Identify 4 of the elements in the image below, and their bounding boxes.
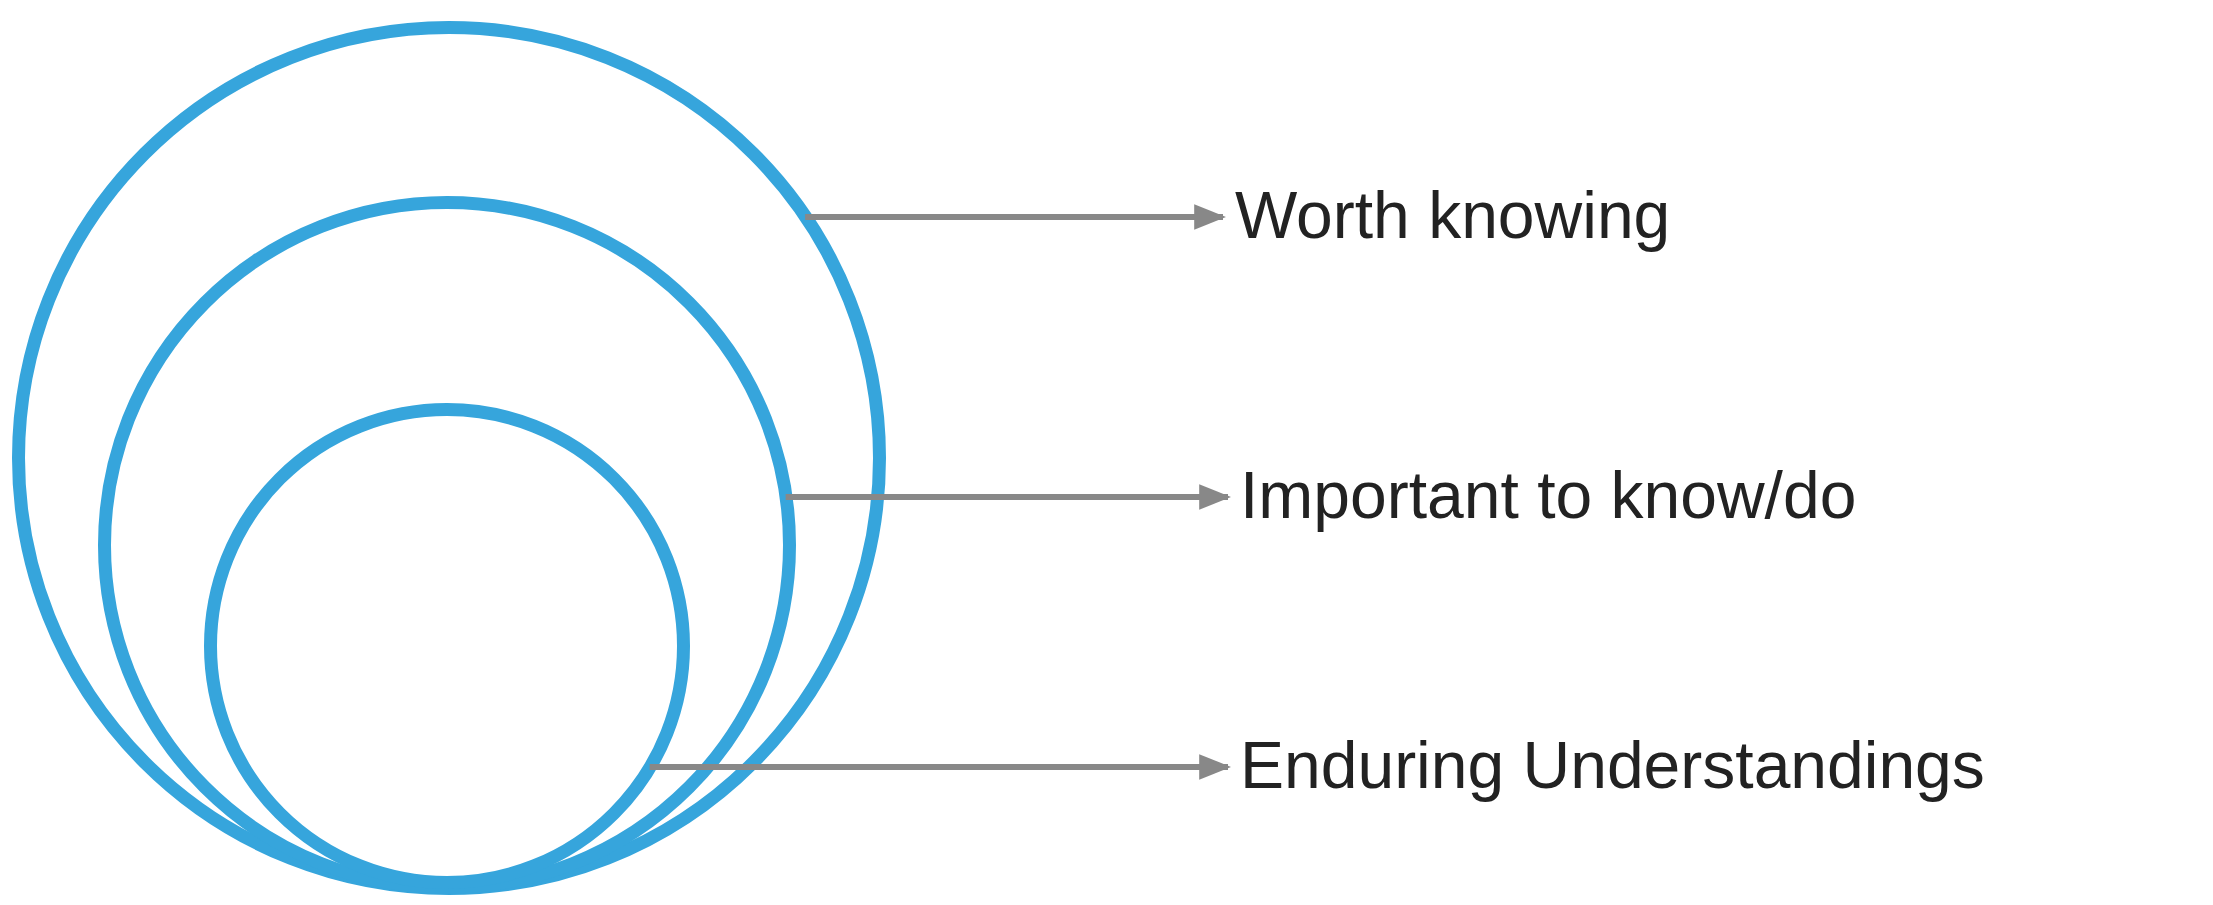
arrow [805, 204, 1227, 230]
arrow [785, 484, 1232, 510]
arrow [649, 754, 1232, 780]
circle [12, 21, 886, 895]
